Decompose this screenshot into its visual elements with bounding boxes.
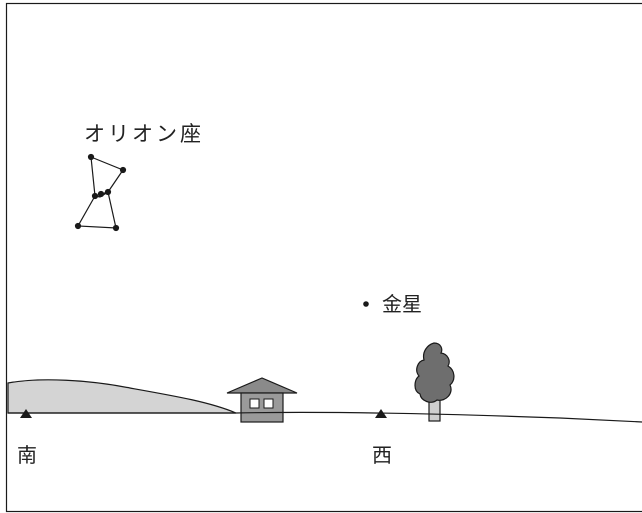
west-marker-icon bbox=[375, 409, 387, 418]
star bbox=[119, 166, 127, 174]
venus-dot bbox=[363, 301, 369, 307]
constellation-stars bbox=[74, 153, 127, 232]
star bbox=[87, 153, 95, 161]
star bbox=[97, 190, 105, 198]
tree-foliage bbox=[414, 342, 455, 403]
star bbox=[104, 188, 112, 196]
star bbox=[91, 192, 99, 200]
south-marker-icon bbox=[20, 409, 32, 418]
horizon-line bbox=[8, 411, 642, 423]
diagram-frame bbox=[5, 2, 642, 513]
house-window-left bbox=[249, 398, 260, 409]
house-icon bbox=[226, 377, 298, 423]
constellation-label: オリオン座 bbox=[84, 122, 204, 146]
south-label: 南 bbox=[17, 443, 37, 467]
hill bbox=[7, 379, 237, 414]
house-body bbox=[240, 392, 284, 423]
house-roof bbox=[226, 377, 298, 394]
house-window-right bbox=[263, 398, 274, 409]
star bbox=[74, 222, 82, 230]
constellation-lower-lines bbox=[76, 191, 117, 229]
venus-label: 金星 bbox=[382, 292, 422, 316]
star bbox=[112, 224, 120, 232]
west-label: 西 bbox=[372, 443, 392, 467]
tree-icon bbox=[414, 342, 455, 422]
